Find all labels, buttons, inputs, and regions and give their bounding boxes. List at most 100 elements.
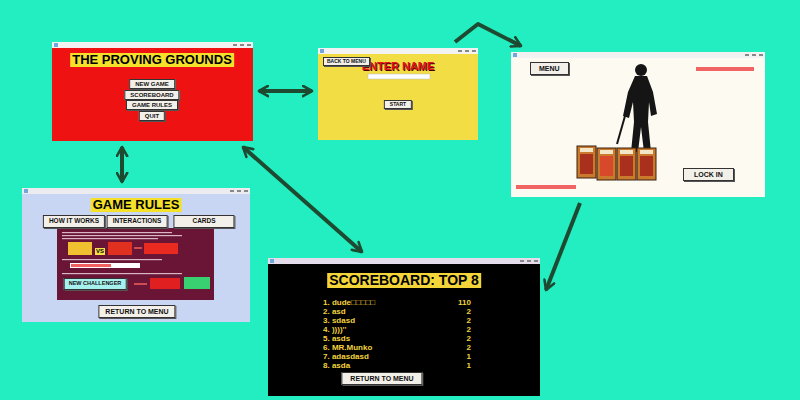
button-label: NEW GAME xyxy=(135,81,169,87)
window-heading: ENTER NAME xyxy=(362,60,435,72)
window-control xyxy=(458,50,462,52)
button-label: RETURN TO MENU xyxy=(350,375,413,382)
window-control xyxy=(247,44,251,46)
window-control xyxy=(244,190,248,192)
enemy-silhouette xyxy=(623,76,657,152)
card-art xyxy=(620,156,633,176)
health-bar xyxy=(70,263,140,268)
title-bar xyxy=(511,52,765,58)
card-art xyxy=(640,156,653,176)
window-control xyxy=(745,54,749,56)
menu-button: RETURN TO MENU xyxy=(341,372,422,385)
button-label: MENU xyxy=(539,65,560,72)
flow-arrow xyxy=(120,147,124,182)
window-control xyxy=(534,260,538,262)
score-cell: 1. dude□□□□□ xyxy=(323,299,375,308)
app-window: MENU LOCK IN xyxy=(511,52,765,197)
app-window: SCOREBOARD: TOP 81. dude□□□□□1102. asd23… xyxy=(268,258,540,396)
flow-arrow xyxy=(546,203,580,290)
button-label: QUIT xyxy=(145,113,159,119)
button-label: START xyxy=(390,102,406,107)
menu-button: NEW CHALLENGER xyxy=(64,278,127,290)
window-heading: THE PROVING GROUNDS xyxy=(70,53,234,67)
app-window: GAME RULES HOW IT WORKS INTERACTIONS CARDS N… xyxy=(22,188,250,322)
card-header xyxy=(640,150,653,154)
card-image xyxy=(108,242,132,255)
flow-arrow xyxy=(259,89,312,93)
menu-button: BACK TO MENU xyxy=(323,57,370,66)
title-bar xyxy=(268,258,540,264)
score-cell: 7. adasdasd xyxy=(323,353,369,362)
window-control xyxy=(465,50,469,52)
menu-button: GAME RULES xyxy=(126,100,178,110)
window-icon xyxy=(54,43,58,47)
enemy-sword xyxy=(617,116,625,144)
score-cell: 8. asda xyxy=(323,362,350,371)
title-bar xyxy=(22,188,250,194)
score-cell: 2 xyxy=(467,308,471,317)
score-cell: 6. MR.Munko xyxy=(323,344,372,353)
window-icon xyxy=(513,53,517,57)
window-icon xyxy=(270,259,274,263)
card-header xyxy=(600,150,613,154)
button-label: LOCK IN xyxy=(694,171,723,178)
window-heading: SCOREBOARD: TOP 8 xyxy=(327,273,481,288)
card-art xyxy=(600,156,613,176)
window-control xyxy=(527,260,531,262)
window-icon xyxy=(320,49,324,53)
score-cell: 2 xyxy=(467,344,471,353)
app-window: THE PROVING GROUNDS NEW GAME SCOREBOARD GAM… xyxy=(52,42,253,141)
button-label: BACK TO MENU xyxy=(327,59,366,64)
flow-arrow xyxy=(243,147,362,252)
button-label: RETURN TO MENU xyxy=(105,308,168,315)
result-box xyxy=(144,243,178,254)
name-field xyxy=(368,74,430,79)
menu-button: MENU xyxy=(530,62,569,75)
rules-panel xyxy=(57,228,214,300)
flow-arrow xyxy=(455,24,521,46)
window-heading: GAME RULES xyxy=(91,198,182,212)
card xyxy=(577,146,596,178)
card-art xyxy=(580,154,593,174)
card xyxy=(637,148,656,180)
text-line xyxy=(62,273,182,274)
score-cell: 2 xyxy=(467,317,471,326)
window-control xyxy=(472,50,476,52)
image-label: VS xyxy=(95,248,105,255)
window-control xyxy=(752,54,756,56)
score-cell: 5. asds xyxy=(323,335,350,344)
text-line xyxy=(62,232,172,233)
score-cell: 1 xyxy=(467,362,471,371)
menu-button: SCOREBOARD xyxy=(124,90,179,100)
window-icon xyxy=(24,189,28,193)
window-control xyxy=(759,54,763,56)
button-label: INTERACTIONS xyxy=(113,218,162,225)
window-control xyxy=(230,190,234,192)
score-cell: 2 xyxy=(467,335,471,344)
score-cell: 4. ))))'' xyxy=(323,326,346,335)
score-cell: 1 xyxy=(467,353,471,362)
button-label: NEW CHALLENGER xyxy=(69,281,122,287)
app-window: ENTER NAMEBACK TO MENU START xyxy=(318,48,478,140)
score-cell: 3. sdasd xyxy=(323,317,355,326)
menu-button: LOCK IN xyxy=(683,168,734,181)
title-bar xyxy=(52,42,253,48)
button-label: SCOREBOARD xyxy=(130,92,173,98)
text-line xyxy=(62,238,158,239)
score-cell: 110 xyxy=(458,299,471,308)
result-box xyxy=(150,278,180,289)
menu-button: NEW GAME xyxy=(129,79,175,89)
text-line xyxy=(62,259,162,260)
text-line xyxy=(62,235,182,236)
score-cell: 2 xyxy=(467,326,471,335)
health-bar xyxy=(516,185,576,189)
menu-button: CARDS xyxy=(173,215,234,228)
window-control xyxy=(237,190,241,192)
enemy-head xyxy=(635,64,647,76)
window-control xyxy=(520,260,524,262)
button-label: HOW IT WORKS xyxy=(49,218,99,225)
rule-arrow xyxy=(134,247,142,249)
result-box xyxy=(184,277,210,289)
rule-arrow xyxy=(134,283,147,285)
menu-button: RETURN TO MENU xyxy=(98,305,175,318)
